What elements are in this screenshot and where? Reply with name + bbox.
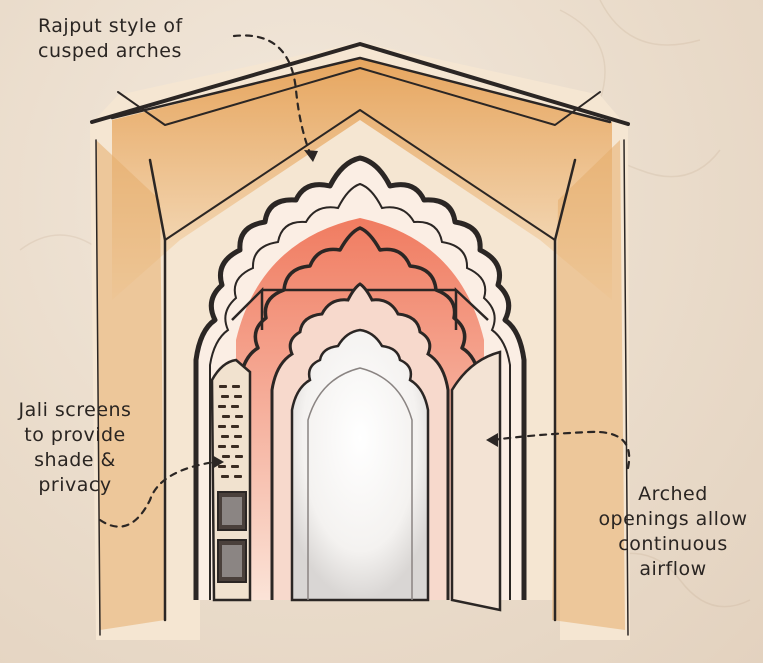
annotation-cusped-arches: Rajput style of cusped arches bbox=[38, 14, 183, 64]
annotation-line: shade & bbox=[0, 448, 150, 473]
right-opening bbox=[452, 352, 500, 610]
annotation-line: cusped arches bbox=[38, 39, 183, 64]
annotation-line: Jali screens bbox=[0, 398, 150, 423]
annotation-line: airflow bbox=[588, 557, 758, 582]
annotation-line: openings allow bbox=[588, 507, 758, 532]
annotation-line: Rajput style of bbox=[38, 14, 183, 39]
annotation-line: privacy bbox=[0, 473, 150, 498]
annotation-jali-screens: Jali screens to provide shade & privacy bbox=[0, 398, 150, 498]
annotation-line: Arched bbox=[588, 482, 758, 507]
jali-screen bbox=[212, 360, 250, 600]
annotation-arched-openings: Arched openings allow continuous airflow bbox=[588, 482, 758, 582]
inner-opening bbox=[292, 330, 428, 600]
annotation-line: continuous bbox=[588, 532, 758, 557]
annotation-line: to provide bbox=[0, 423, 150, 448]
left-pier-wash bbox=[96, 140, 165, 630]
